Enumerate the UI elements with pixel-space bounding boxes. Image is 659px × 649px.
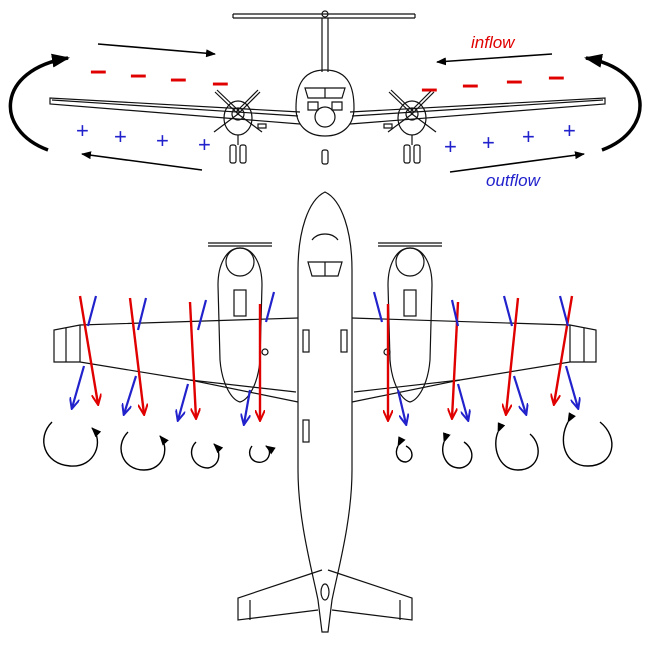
lower-left-flow-arrow <box>81 151 203 171</box>
trailing-vortex <box>395 436 413 463</box>
front-view-aircraft <box>49 10 606 165</box>
left-wingtip-circulation-arrow <box>8 53 70 152</box>
spanwise-flow-arrows <box>72 291 578 424</box>
high-pressure-sign: + <box>563 118 576 143</box>
downwash-arrow <box>188 301 196 418</box>
high-pressure-sign: + <box>522 124 535 149</box>
trailing-vortex <box>43 421 102 467</box>
vortex-flow-arrow <box>72 365 86 408</box>
high-pressure-sign: + <box>482 130 495 155</box>
outflow-label: outflow <box>486 171 540 190</box>
downwash-arrow <box>128 297 144 414</box>
trailing-vortex <box>120 431 169 471</box>
low-pressure-sign: – <box>421 72 438 105</box>
outflow-top-dash <box>264 291 276 323</box>
front-view-flow-arrows <box>81 43 585 173</box>
downwash-arrow <box>78 295 98 404</box>
low-pressure-sign: – <box>212 66 229 99</box>
low-pressure-sign: – <box>506 64 523 97</box>
vortex-flow-arrow <box>512 375 526 414</box>
upper-right-flow-arrow <box>436 53 553 66</box>
upper-left-flow-arrow <box>97 43 216 58</box>
high-pressure-sign: + <box>444 134 457 159</box>
downwash-arrows <box>78 295 574 420</box>
outflow-top-dash <box>372 291 384 323</box>
lower-right-flow-arrow <box>449 151 585 173</box>
trailing-vortex <box>495 422 539 471</box>
trailing-vortex <box>562 412 613 467</box>
vortex-flow-arrow <box>564 365 578 408</box>
vortex-flow-arrow <box>124 375 138 414</box>
vortex-flow-arrow <box>178 383 190 420</box>
vortex-flow-arrow <box>456 383 468 420</box>
high-pressure-sign: + <box>198 132 211 157</box>
trailing-vortex <box>190 441 224 469</box>
outflow-top-dash <box>450 299 460 327</box>
outflow-top-dash <box>196 299 208 331</box>
inflow-label: inflow <box>471 33 515 52</box>
trailing-vortex <box>248 445 276 463</box>
right-wingtip-circulation-arrow <box>584 53 642 152</box>
downwash-arrow <box>554 295 574 404</box>
low-pressure-sign: – <box>462 68 479 101</box>
trailing-vortices <box>43 412 613 471</box>
low-pressure-sign: – <box>130 58 147 91</box>
low-pressure-sign: – <box>90 54 107 87</box>
top-view-aircraft <box>53 191 597 633</box>
low-pressure-sign: – <box>548 60 565 93</box>
outflow-top-dash <box>86 295 98 327</box>
low-pressure-sign: – <box>170 62 187 95</box>
outflow-top-dash <box>558 295 570 327</box>
wingtip-circulation-arrows <box>8 53 642 152</box>
vortex-flow-arrow <box>244 389 252 424</box>
high-pressure-sign: + <box>156 128 169 153</box>
outflow-top-dash <box>136 297 148 331</box>
outflow-top-dash <box>502 295 514 327</box>
vortex-flow-arrow <box>396 389 406 424</box>
downwash-arrow <box>506 297 520 414</box>
high-pressure-sign: + <box>114 124 127 149</box>
high-pressure-sign: + <box>76 118 89 143</box>
trailing-vortex <box>442 432 473 469</box>
